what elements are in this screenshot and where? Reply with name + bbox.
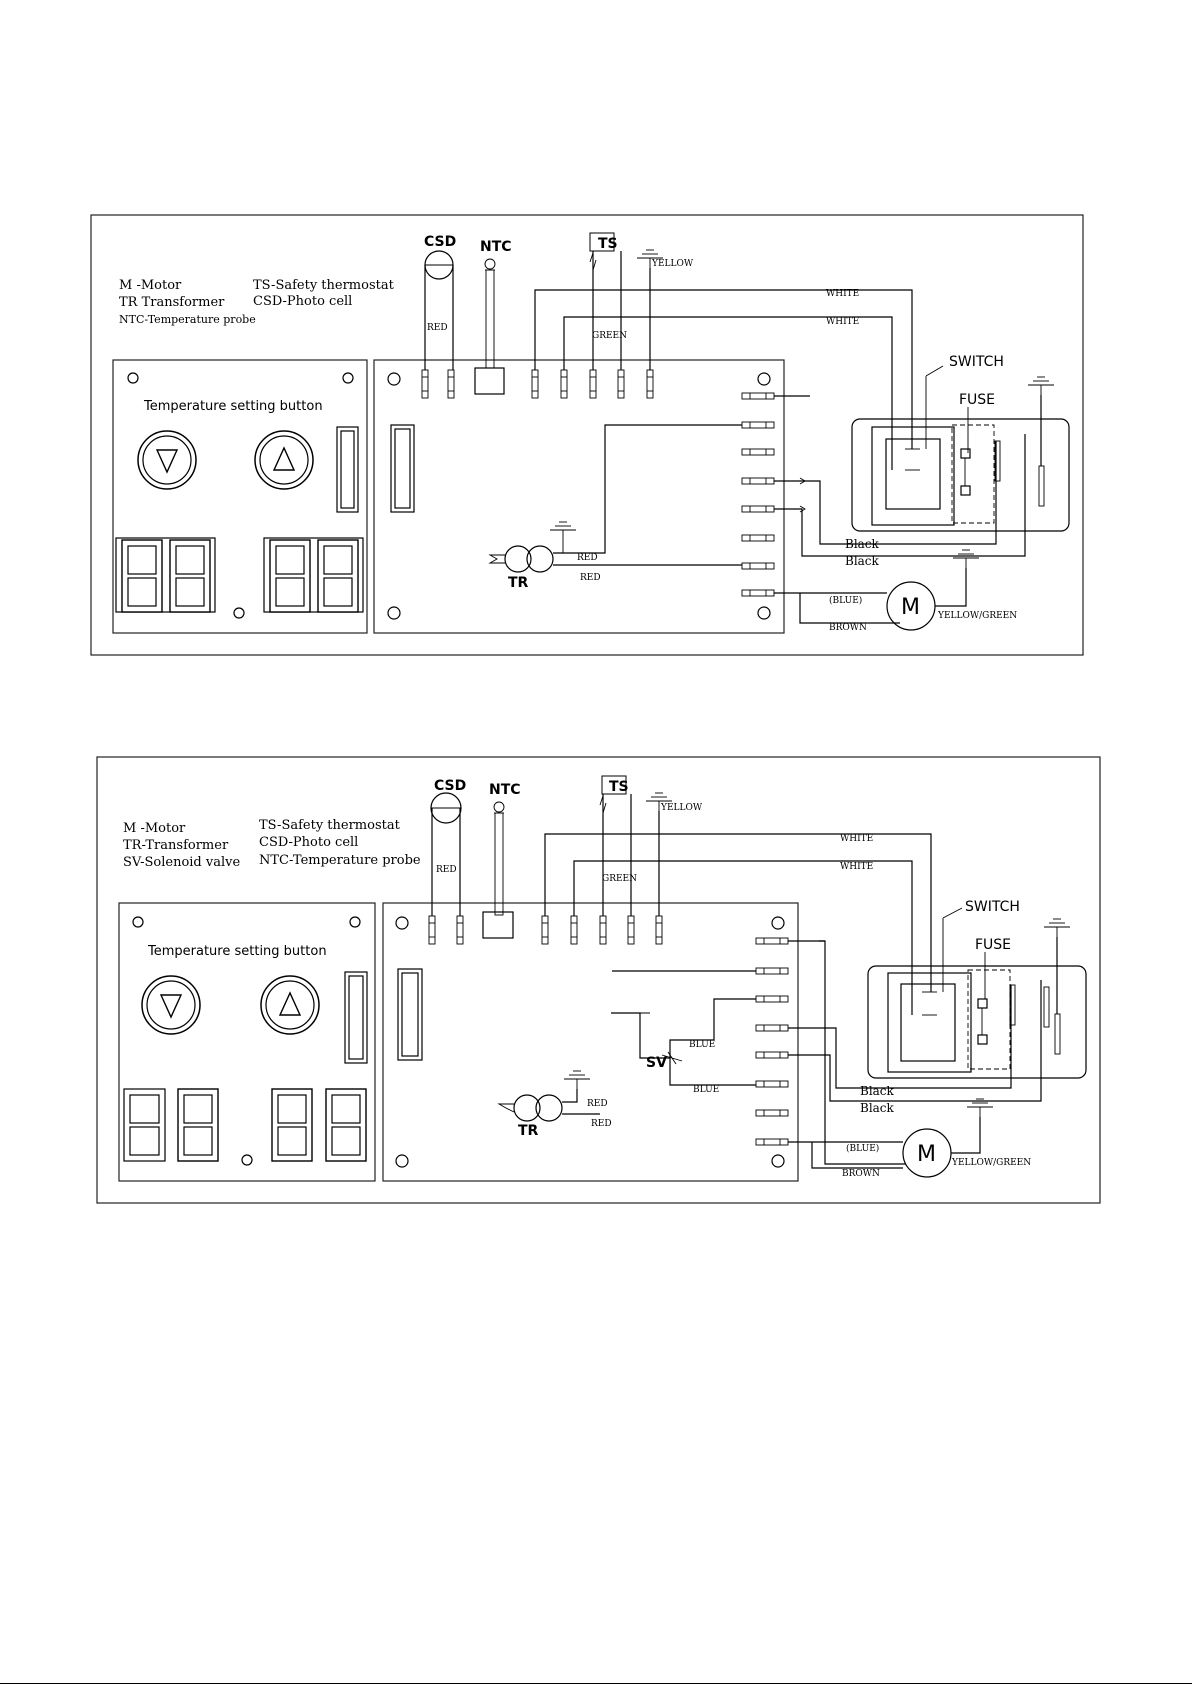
wire-label: GREEN	[602, 874, 637, 884]
ntc-probe: NTC	[489, 782, 521, 916]
temperature-up-button	[254, 430, 314, 490]
wire-label: WHITE	[826, 289, 859, 299]
wire-label: WHITE	[840, 862, 873, 872]
legend-item: NTC-Temperature probe	[259, 853, 421, 868]
legend-item: TS-Safety thermostat	[259, 818, 401, 833]
motor: M (BLUE) BROWN YELLOW/GREEN	[788, 1117, 1031, 1179]
wire-label: YELLOW/GREEN	[951, 1158, 1031, 1168]
display-panel: Temperature setting button	[112, 359, 368, 634]
panel-title: Temperature setting button	[143, 399, 323, 414]
fuse-label: FUSE	[975, 937, 1011, 953]
digit-display	[269, 539, 311, 613]
display-panel: Temperature setting button	[118, 902, 376, 1182]
wire-label: BROWN	[829, 623, 867, 633]
wire-label: RED	[427, 323, 448, 333]
switch-label: SWITCH	[949, 354, 1004, 370]
wire-label: (BLUE)	[829, 595, 862, 606]
safety-thermostat: TS	[599, 775, 632, 916]
wire-label: RED	[591, 1119, 612, 1129]
ntc-label: NTC	[489, 782, 521, 798]
wire-label: YELLOW/GREEN	[937, 611, 1017, 621]
motor-label: M	[901, 595, 920, 620]
legend-item: CSD-Photo cell	[253, 294, 352, 309]
wire-label: BLUE	[689, 1040, 715, 1050]
ts-label: TS	[609, 779, 629, 795]
transformer: TR RED RED	[488, 424, 742, 591]
wire-label: WHITE	[840, 834, 873, 844]
diagram-1: M -Motor TR Transformer NTC-Temperature …	[90, 214, 1084, 656]
legend-item: CSD-Photo cell	[259, 835, 358, 850]
legend-item: M -Motor	[123, 821, 186, 836]
tr-label: TR	[518, 1123, 539, 1139]
temperature-down-button	[141, 975, 201, 1035]
digit-display	[271, 1088, 313, 1162]
wire-label: RED	[587, 1099, 608, 1109]
transformer: TR RED RED	[497, 1089, 612, 1139]
ts-label: TS	[598, 236, 618, 252]
digit-display	[121, 539, 163, 613]
switch-fuse-unit: SWITCH FUSE	[867, 899, 1087, 1079]
wire-label: Black	[845, 554, 880, 568]
switch-fuse-unit: SWITCH FUSE	[851, 354, 1070, 532]
wire-label: RED	[436, 865, 457, 875]
wire-label: (BLUE)	[846, 1143, 879, 1154]
photo-cell-csd: CSD RED	[424, 234, 456, 370]
photo-cell-csd: CSD RED	[430, 778, 466, 916]
wire-label: BROWN	[842, 1169, 880, 1179]
wire-label: Black	[860, 1101, 895, 1115]
legend-item: NTC-Temperature probe	[119, 313, 256, 326]
tr-label: TR	[508, 575, 529, 591]
control-board	[373, 359, 785, 634]
legend-item: SV-Solenoid valve	[123, 855, 240, 870]
wire-label: WHITE	[826, 317, 859, 327]
switch-label: SWITCH	[965, 899, 1020, 915]
temperature-down-button	[137, 430, 197, 490]
wire-label: YELLOW	[660, 803, 703, 813]
csd-label: CSD	[434, 778, 466, 794]
digit-display	[317, 539, 359, 613]
motor-label: M	[917, 1142, 936, 1167]
fuse-label: FUSE	[959, 392, 995, 408]
panel-title: Temperature setting button	[147, 944, 327, 959]
ntc-probe: NTC	[480, 239, 512, 369]
wire-label: BLUE	[693, 1085, 719, 1095]
wire-label: GREEN	[592, 331, 627, 341]
wire-label: Black	[860, 1084, 895, 1098]
legend-item: M -Motor	[119, 278, 182, 293]
wire-label: Black	[845, 537, 880, 551]
motor: M (BLUE) BROWN YELLOW/GREEN	[774, 568, 1017, 633]
page-bottom-rule	[0, 1683, 1192, 1684]
legend-item: TR-Transformer	[123, 838, 229, 853]
ntc-label: NTC	[480, 239, 512, 255]
wire-label: RED	[577, 553, 598, 563]
safety-thermostat: TS	[589, 232, 622, 370]
digit-display	[169, 539, 211, 613]
legend-item: TR Transformer	[119, 295, 225, 310]
digit-display	[177, 1088, 219, 1162]
control-board	[382, 902, 799, 1182]
diagram-2: M -Motor TR-Transformer SV-Solenoid valv…	[96, 756, 1101, 1204]
sv-label: SV	[646, 1055, 667, 1071]
solenoid-valve: SV BLUE BLUE	[611, 970, 756, 1095]
csd-label: CSD	[424, 234, 456, 250]
wire-label: YELLOW	[651, 259, 694, 269]
wire-label: RED	[580, 573, 601, 583]
digit-display	[325, 1088, 367, 1162]
temperature-up-button	[260, 975, 320, 1035]
legend-item: TS-Safety thermostat	[253, 278, 395, 293]
